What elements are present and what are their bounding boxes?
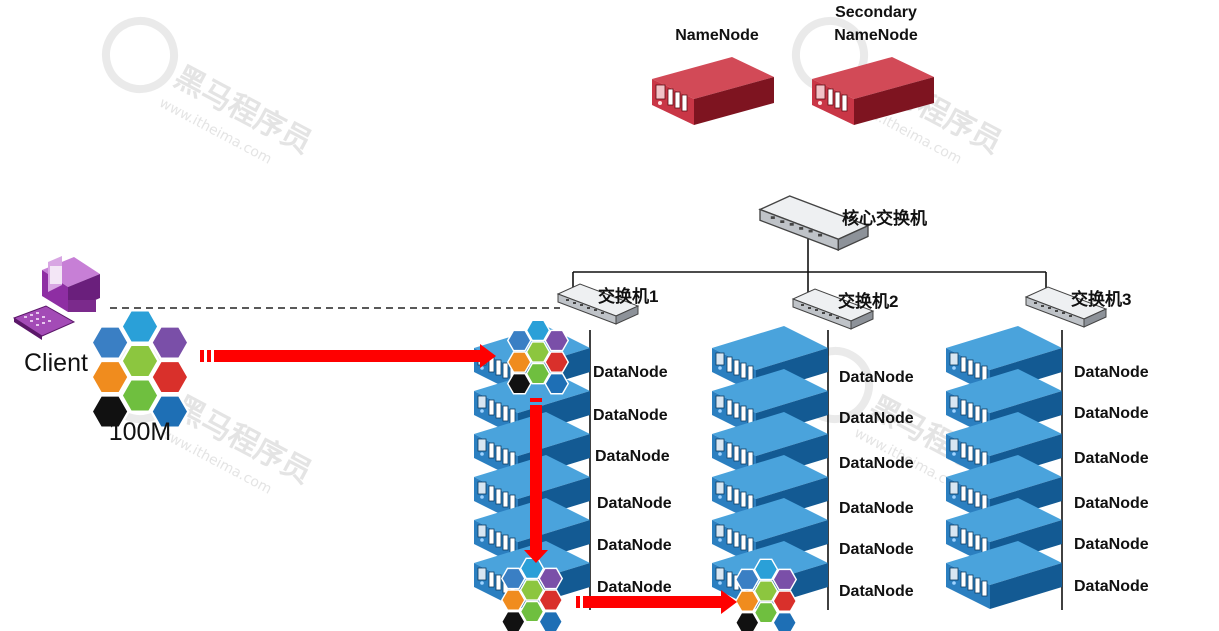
file-size-label: 100M	[109, 418, 172, 446]
rack-2-switch-label: 交换机2	[838, 291, 898, 311]
rack-1: 交换机1 DataNode DataNode DataNode DataNode…	[473, 283, 672, 610]
rack-2-datanode-6-label: DataNode	[839, 583, 914, 600]
rack-3-datanode-3-label: DataNode	[1074, 450, 1149, 467]
rack-1-datanode-1-label: DataNode	[593, 364, 668, 381]
rack-1-datanode-5-label: DataNode	[597, 537, 672, 554]
core-switch-label: 核心交换机	[842, 208, 927, 228]
rack-1-datanode-2-label: DataNode	[593, 407, 668, 424]
rack-2-datanode-2-label: DataNode	[839, 410, 914, 427]
rack-2: 交换机2 DataNode DataNode DataNode DataNode…	[711, 288, 914, 610]
file-block-icon	[90, 309, 190, 429]
arrow-rack1-to-rack2	[576, 590, 737, 614]
rack-3-datanode-2-label: DataNode	[1074, 405, 1149, 422]
client-computer-icon	[12, 256, 100, 340]
rack-2-datanode-4-label: DataNode	[839, 500, 914, 517]
rack-1-datanode-6-label: DataNode	[597, 579, 672, 596]
client-label: Client	[24, 349, 88, 377]
rack-1-datanode-4-label: DataNode	[597, 495, 672, 512]
block-replica-2-icon	[501, 557, 563, 631]
rack-2-datanode-5-label: DataNode	[839, 541, 914, 558]
namenode-label: NameNode	[675, 27, 759, 44]
rack-3: 交换机3 DataNode DataNode DataNode DataNode…	[945, 286, 1149, 610]
rack-3-datanode-6-label: DataNode	[1074, 578, 1149, 595]
arrow-client-to-datanode	[200, 344, 496, 368]
secondary-namenode-label-line1: Secondary	[835, 4, 917, 21]
rack-2-datanode-3-label: DataNode	[839, 455, 914, 472]
arrow-datanode-to-datanode	[524, 398, 548, 563]
rack-3-switch-label: 交换机3	[1071, 289, 1131, 309]
block-replica-3-icon	[735, 558, 797, 631]
data-flow-arrows	[200, 344, 737, 614]
secondary-namenode-server: Secondary NameNode	[811, 4, 935, 126]
rack-1-switch-label: 交换机1	[598, 286, 658, 306]
rack-3-datanode-5-label: DataNode	[1074, 536, 1149, 553]
core-switch: 核心交换机	[759, 195, 927, 251]
rack-3-datanode-4-label: DataNode	[1074, 495, 1149, 512]
rack-3-datanode-1-label: DataNode	[1074, 364, 1149, 381]
secondary-namenode-label-line2: NameNode	[834, 27, 918, 44]
namenode-server: NameNode	[651, 27, 775, 126]
rack-1-datanode-3-label: DataNode	[595, 448, 670, 465]
block-replica-1-icon	[507, 319, 569, 395]
rack-2-datanode-1-label: DataNode	[839, 369, 914, 386]
